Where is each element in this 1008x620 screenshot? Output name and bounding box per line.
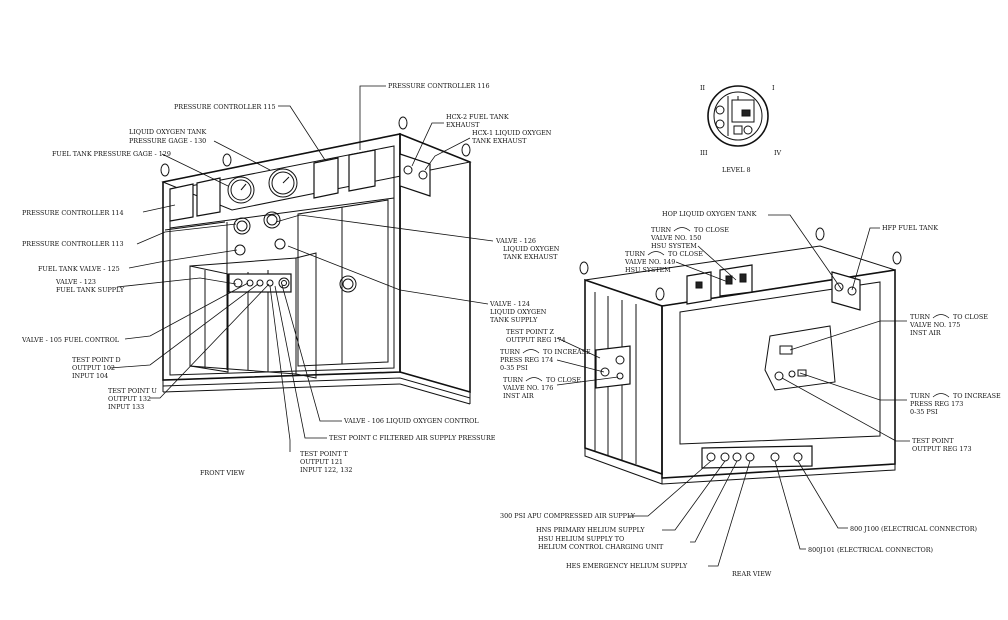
label-psi-174: 0-35 PSI bbox=[500, 364, 528, 372]
turn-arrow-icon bbox=[522, 349, 540, 354]
front-leader-lines bbox=[109, 85, 494, 452]
level-caption: LEVEL 8 bbox=[722, 166, 751, 174]
label-test-point-t-output: OUTPUT 121 bbox=[300, 458, 343, 466]
label-test-point-t-input: INPUT 122, 132 bbox=[300, 466, 352, 474]
label-increase-174: TO INCREASE bbox=[543, 348, 591, 356]
label-close-150: TO CLOSE bbox=[694, 226, 729, 234]
label-pressure-controller-116: PRESSURE CONTROLLER 116 bbox=[388, 82, 490, 90]
label-hop-lox-tank: HOP LIQUID OXYGEN TANK bbox=[662, 210, 757, 218]
turn-arrow-icon bbox=[525, 377, 543, 382]
label-pressure-controller-114: PRESSURE CONTROLLER 114 bbox=[22, 209, 124, 217]
label-inst-air-176: INST AIR bbox=[503, 392, 534, 400]
label-turn-150: TURN bbox=[651, 226, 671, 234]
label-press-reg-173: PRESS REG 173 bbox=[910, 400, 963, 408]
level-inset: II I III IV LEVEL 8 bbox=[700, 84, 782, 174]
label-lox-tank: LIQUID OXYGEN TANK bbox=[129, 128, 206, 136]
label-test-point-c: TEST POINT C FILTERED AIR SUPPLY PRESSUR… bbox=[329, 434, 496, 442]
label-fuel-tank-supply: FUEL TANK SUPPLY bbox=[56, 286, 125, 294]
label-valve-150: VALVE NO. 150 bbox=[650, 234, 701, 242]
label-turn-173: TURN bbox=[910, 392, 930, 400]
label-fuel-tank-pressure-gage: FUEL TANK PRESSURE GAGE - 129 bbox=[52, 150, 171, 158]
label-valve-175: VALVE NO. 175 bbox=[909, 321, 960, 329]
label-j101: 800J101 (ELECTRICAL CONNECTOR) bbox=[808, 546, 933, 554]
label-hns-helium: HNS PRIMARY HELIUM SUPPLY bbox=[536, 526, 645, 534]
label-test-point-t: TEST POINT T bbox=[300, 450, 349, 458]
label-test-point-u-output: OUTPUT 132 bbox=[108, 395, 151, 403]
turn-arrow-icon bbox=[932, 314, 950, 319]
label-test-point-u: TEST POINT U bbox=[108, 387, 158, 395]
label-psi-173: 0-35 PSI bbox=[910, 408, 938, 416]
label-press-reg-174: PRESS REG 174 bbox=[500, 356, 553, 364]
label-hcx1: HCX-1 LIQUID OXYGEN bbox=[472, 129, 552, 137]
label-valve-124-supply: TANK SUPPLY bbox=[490, 316, 538, 324]
rear-view-caption: REAR VIEW bbox=[732, 570, 772, 578]
label-turn-176: TURN bbox=[503, 376, 523, 384]
label-hcx1-exhaust: TANK EXHAUST bbox=[472, 137, 527, 145]
label-valve-126-exhaust: TANK EXHAUST bbox=[503, 253, 558, 261]
label-valve-124: VALVE - 124 bbox=[489, 300, 530, 308]
label-increase-173: TO INCREASE bbox=[953, 392, 1001, 400]
label-hes-helium: HES EMERGENCY HELIUM SUPPLY bbox=[566, 562, 688, 570]
label-hsu-system-149: HSU SYSTEM bbox=[625, 266, 671, 274]
label-turn-149: TURN bbox=[625, 250, 645, 258]
label-test-point-d-input: INPUT 104 bbox=[72, 372, 108, 380]
label-valve-106: VALVE - 106 LIQUID OXYGEN CONTROL bbox=[343, 417, 479, 425]
label-inst-air-175: INST AIR bbox=[910, 329, 941, 337]
front-cabinet bbox=[160, 116, 472, 405]
label-hcx2: HCX-2 FUEL TANK bbox=[446, 113, 509, 121]
quadrant-iv: IV bbox=[774, 149, 782, 157]
rear-cabinet bbox=[579, 227, 902, 485]
label-hcx2-exhaust: EXHAUST bbox=[446, 121, 480, 129]
label-fuel-tank-valve-125: FUEL TANK VALVE - 125 bbox=[38, 265, 120, 273]
label-test-point-173: TEST POINT bbox=[912, 437, 954, 445]
quadrant-ii: II bbox=[700, 84, 706, 92]
label-close-149: TO CLOSE bbox=[668, 250, 703, 258]
turn-arrow-icon bbox=[647, 251, 665, 256]
label-valve-124-lox: LIQUID OXYGEN bbox=[490, 308, 547, 316]
turn-arrow-icon bbox=[932, 393, 950, 398]
label-test-point-z: TEST POINT Z bbox=[506, 328, 555, 336]
turn-arrow-icon bbox=[673, 227, 691, 232]
rear-view-labels: HOP LIQUID OXYGEN TANK HFP FUEL TANK TUR… bbox=[500, 210, 1001, 578]
label-test-point-d-output: OUTPUT 102 bbox=[72, 364, 115, 372]
label-j100: 800 J100 (ELECTRICAL CONNECTOR) bbox=[850, 525, 977, 533]
label-output-reg-173: OUTPUT REG 173 bbox=[912, 445, 972, 453]
label-test-point-u-input: INPUT 133 bbox=[108, 403, 144, 411]
label-hsu-system-150: HSU SYSTEM bbox=[651, 242, 697, 250]
label-close-175: TO CLOSE bbox=[953, 313, 988, 321]
front-view-labels: PRESSURE CONTROLLER 116 PRESSURE CONTROL… bbox=[21, 82, 560, 477]
label-pressure-gage-130: PRESSURE GAGE - 130 bbox=[129, 137, 206, 145]
label-test-point-d: TEST POINT D bbox=[72, 356, 121, 364]
label-turn-174: TURN bbox=[500, 348, 520, 356]
label-turn-175: TURN bbox=[910, 313, 930, 321]
rear-leader-lines bbox=[556, 214, 910, 567]
label-hfp-fuel-tank: HFP FUEL TANK bbox=[882, 224, 938, 232]
label-valve-105: VALVE - 105 FUEL CONTROL bbox=[21, 336, 120, 344]
label-pressure-controller-113: PRESSURE CONTROLLER 113 bbox=[22, 240, 124, 248]
front-view-caption: FRONT VIEW bbox=[200, 469, 245, 477]
label-valve-176: VALVE NO. 176 bbox=[502, 384, 553, 392]
label-valve-149: VALVE NO. 149 bbox=[624, 258, 675, 266]
label-helium-charging: HELIUM CONTROL CHARGING UNIT bbox=[538, 543, 664, 551]
label-close-176: TO CLOSE bbox=[546, 376, 581, 384]
label-valve-123: VALVE - 123 bbox=[55, 278, 96, 286]
label-output-reg-174: OUTPUT REG 174 bbox=[506, 336, 566, 344]
quadrant-i: I bbox=[772, 84, 775, 92]
label-pressure-controller-115: PRESSURE CONTROLLER 115 bbox=[174, 103, 276, 111]
label-valve-126-lox: LIQUID OXYGEN bbox=[503, 245, 560, 253]
turn-arrow-icons bbox=[522, 227, 950, 398]
quadrant-iii: III bbox=[700, 149, 708, 157]
label-apu-air: 300 PSI APU COMPRESSED AIR SUPPLY bbox=[500, 512, 636, 520]
label-hsu-helium: HSU HELIUM SUPPLY TO bbox=[538, 535, 624, 543]
label-valve-126: VALVE - 126 bbox=[495, 237, 536, 245]
